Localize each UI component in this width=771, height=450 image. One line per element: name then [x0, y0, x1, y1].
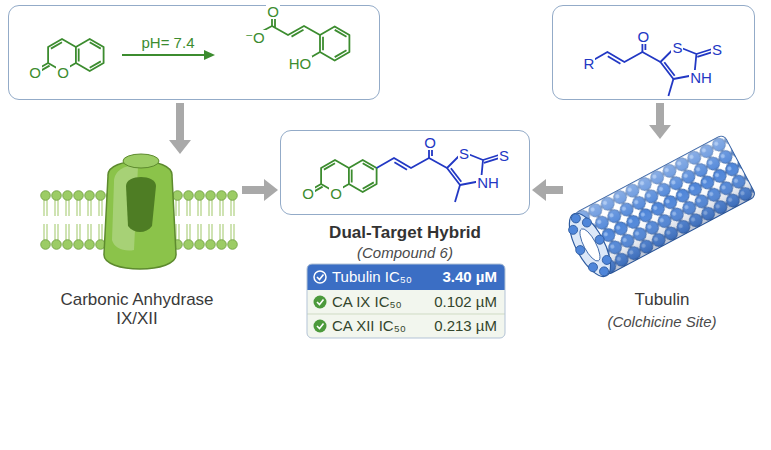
node-text: O	[329, 186, 343, 201]
results-table-part	[307, 264, 505, 290]
caption-label: (Compound 6)	[357, 245, 453, 262]
microtubule-illustration	[560, 134, 757, 283]
block-arrow	[169, 103, 191, 154]
node-text: Carbonic Anhydrase IX/XII	[42, 291, 232, 328]
caption-label: Dual-Target Hybrid	[329, 224, 481, 243]
node-text: pH= 7.4	[142, 35, 195, 52]
arrow-shaft	[242, 186, 266, 194]
hydrolysis-arrow	[122, 50, 215, 60]
microtubule-illustration-part-part	[574, 244, 586, 256]
results-table-part	[317, 275, 324, 280]
block-arrow	[242, 179, 278, 201]
microtubule-illustration-part-part	[601, 254, 613, 266]
arrow-head	[532, 179, 546, 201]
table-row: CA XII IC₅₀ 0.213 µM	[307, 314, 505, 338]
node-text: CA IX IC₅₀	[332, 294, 402, 311]
table-row: CA IX IC₅₀ 0.102 µM	[307, 290, 505, 314]
node-text: S	[458, 146, 470, 161]
results-table-part	[317, 324, 324, 329]
cinnamate-structure-part	[323, 30, 347, 57]
hybrid-panel: OOOSSNH	[280, 130, 530, 215]
microtubule-illustration-part	[561, 207, 619, 282]
microtubule-illustration-part-part	[581, 216, 593, 228]
arrow-shaft	[656, 103, 664, 127]
node-text: ⁻O	[244, 30, 266, 45]
results-table-part	[307, 314, 505, 315]
results-table-part	[317, 300, 324, 305]
table-row: Tubulin IC₅₀ 3.40 µM	[307, 264, 505, 290]
arrow-head	[264, 179, 278, 201]
structure-panel: OOpH= 7.4⁻OOHO	[8, 5, 380, 100]
node-text: S	[671, 40, 683, 55]
membrane-illustration	[40, 154, 238, 269]
hydrolysis-arrow-part	[122, 54, 205, 56]
node-text: O	[637, 29, 651, 44]
results-table-part	[314, 296, 327, 309]
node-text: (Colchicine Site)	[607, 314, 716, 331]
microtubule-illustration-part-part	[598, 265, 610, 277]
target-illustration: Carbonic Anhydrase IX/XII	[35, 155, 240, 335]
microtubule-illustration-part-part	[567, 224, 579, 236]
cinnamate-structure-part	[292, 30, 304, 37]
node-text: CA XII IC₅₀	[332, 318, 406, 335]
target-illustration: Tubulin (Colchicine Site)	[565, 140, 765, 335]
node-text: NH	[689, 70, 713, 85]
node-text: S	[711, 42, 723, 57]
node-text: S	[498, 148, 510, 163]
hydrolysis-arrow-part	[204, 50, 215, 60]
microtubule-illustration-part-part	[594, 234, 606, 246]
node-text: 3.40 µM	[443, 269, 498, 286]
results-table	[307, 264, 505, 338]
membrane-illustration-part	[126, 177, 156, 232]
node-text: HO	[288, 56, 313, 71]
arrow-head	[649, 125, 671, 139]
node-text: 0.102 µM	[434, 294, 497, 311]
node-text: O	[423, 135, 437, 150]
node-text: O	[28, 65, 42, 80]
node-text: O	[56, 65, 70, 80]
results-table-part	[307, 264, 505, 338]
arrow-head	[169, 140, 191, 154]
arrow-shaft	[544, 186, 563, 194]
block-arrow	[532, 179, 563, 201]
membrane-illustration-part	[104, 161, 176, 269]
block-arrow	[649, 103, 671, 139]
structure-panel: O R S S NH	[552, 5, 755, 100]
results-table-part	[314, 271, 326, 283]
thiazole-chalcone-structure	[590, 35, 716, 96]
results-table-part	[314, 320, 327, 333]
microtubule-illustration-part	[576, 226, 603, 263]
microtubule-illustration-part	[560, 207, 620, 282]
microtubule-illustration-part-part	[570, 212, 582, 224]
node-text: R	[583, 56, 596, 71]
arrow-shaft	[176, 103, 184, 142]
node-text: O	[301, 186, 315, 201]
node-text: O	[266, 4, 280, 19]
node-text: Tubulin IC₅₀	[332, 269, 412, 286]
hybrid-thiazole-part	[377, 141, 503, 202]
node-text: NH	[476, 175, 500, 190]
node-text: 0.213 µM	[434, 318, 497, 335]
membrane-illustration-part	[123, 154, 159, 168]
cinnamate-structure-part	[320, 27, 349, 61]
node-text: Tubulin	[634, 291, 689, 310]
results-table-part	[307, 290, 505, 338]
microtubule-illustration-part-part	[587, 261, 599, 273]
